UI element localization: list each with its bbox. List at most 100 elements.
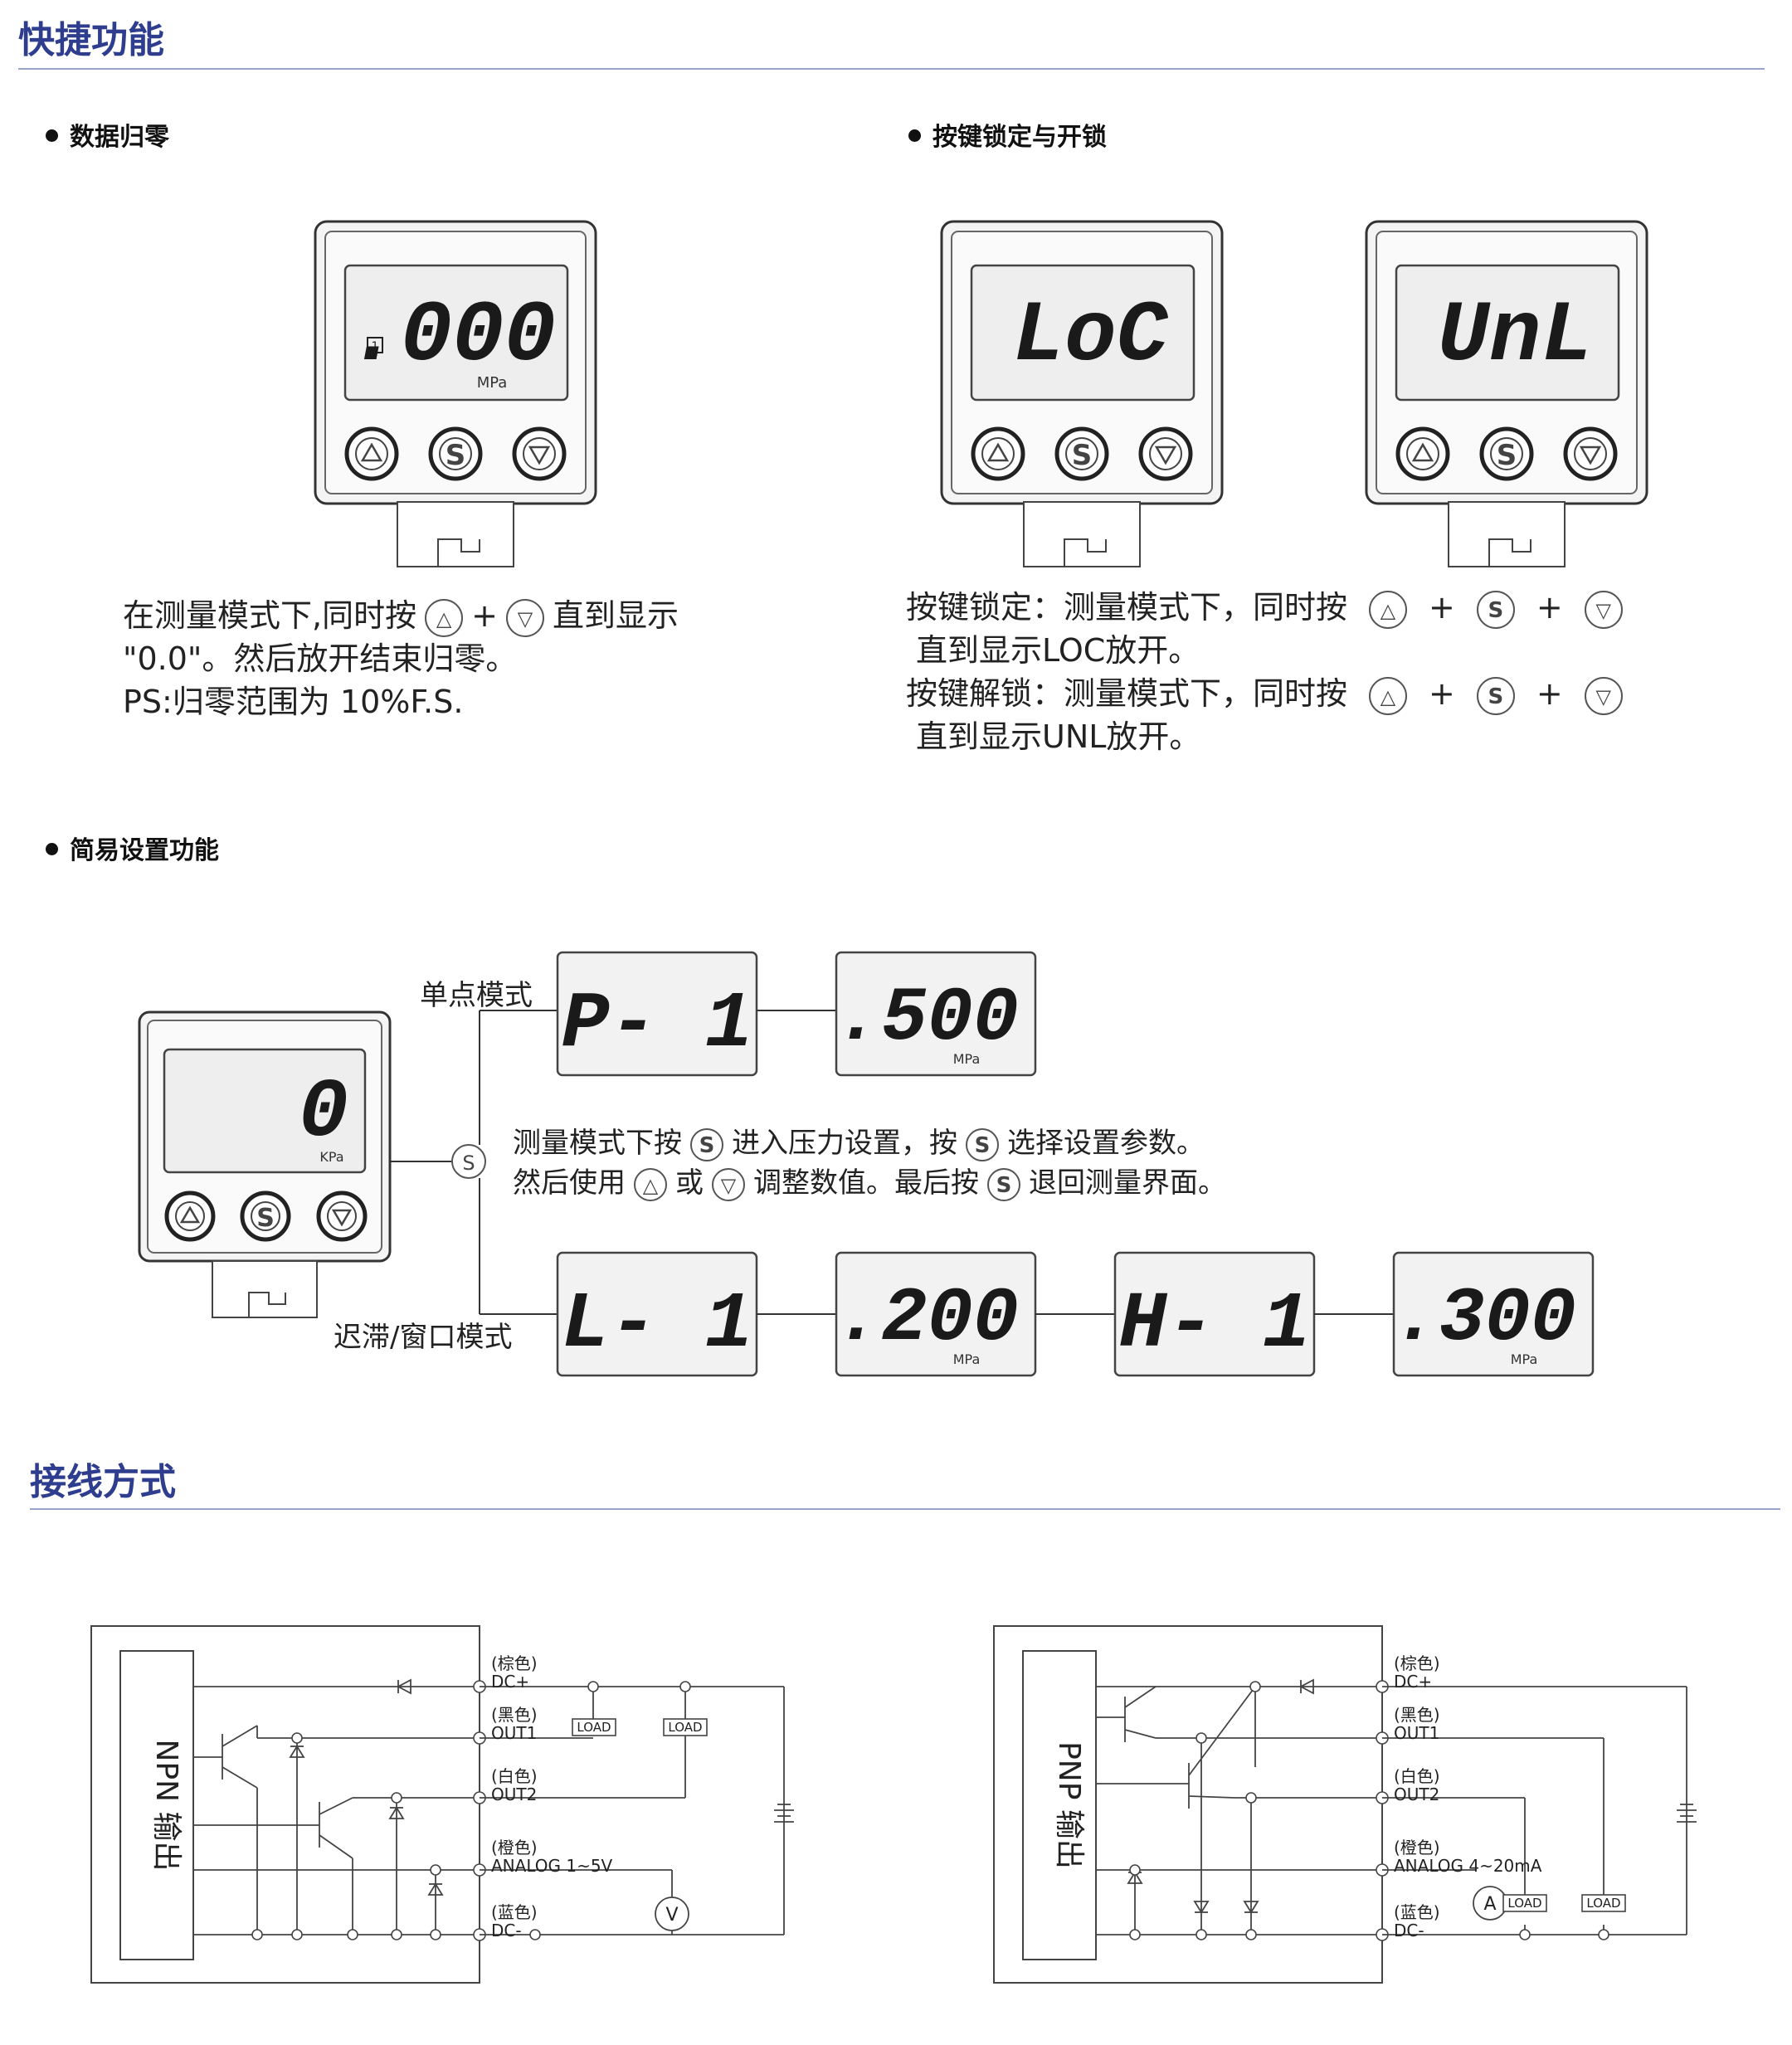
wire-color: (白色) <box>491 1766 538 1786</box>
lock-text: 按键锁定：测量模式下，同时按 <box>906 589 1348 626</box>
meter-label: A <box>1483 1894 1496 1915</box>
plus-sign: + <box>1536 589 1563 626</box>
display-unit: MPa <box>953 1051 981 1067</box>
wire-color: (蓝色) <box>1394 1902 1440 1922</box>
up-button-icon: △ <box>1369 590 1408 629</box>
load-label: LOAD <box>1586 1896 1620 1911</box>
wire-name: OUT2 <box>491 1785 537 1804</box>
display-h1: H- 1 <box>1119 1279 1310 1370</box>
wire-name: DC+ <box>1394 1672 1432 1692</box>
load-label: LOAD <box>577 1720 611 1735</box>
svg-text:S: S <box>1497 439 1517 472</box>
wire-color: (黑色) <box>491 1705 538 1725</box>
display-p1: P- 1 <box>562 979 752 1069</box>
device-setup: 0 KPa S <box>138 1010 392 1318</box>
lcd-value: LoC <box>1013 288 1169 386</box>
display-unit: MPa <box>953 1351 981 1367</box>
unlock-instruction-2: 直到显示UNL放开。 <box>916 718 1201 755</box>
setup-text: 或 <box>675 1166 704 1200</box>
svg-text:S: S <box>256 1204 275 1233</box>
lcd-value: .000 <box>348 288 556 386</box>
set-button-icon: S <box>690 1127 723 1161</box>
zero-instruction-1: 在测量模式下,同时按△+▽直到显示 <box>123 594 679 637</box>
section-rule <box>18 68 1765 70</box>
lcd-unit: MPa <box>477 374 508 392</box>
npn-title: NPN 输出 <box>149 1739 183 1871</box>
set-button-icon: S <box>1476 590 1515 629</box>
zero-text-a: 在测量模式下,同时按 <box>123 597 417 634</box>
indicator-text: 1 <box>372 340 379 353</box>
wire-name: OUT1 <box>491 1723 537 1743</box>
display-unit: MPa <box>1511 1351 1538 1367</box>
plus-sign: + <box>1536 675 1563 712</box>
section-title-shortcut: 快捷功能 <box>18 19 164 61</box>
wire-name: DC+ <box>491 1672 529 1692</box>
npn-wiring-diagram: NPN 输出 <box>90 1625 794 1984</box>
wire-color: (蓝色) <box>491 1902 538 1922</box>
zero-text-b: 直到显示 <box>552 597 679 634</box>
label-hysteresis-mode: 迟滞/窗口模式 <box>334 1321 513 1354</box>
section-title-wiring: 接线方式 <box>30 1461 176 1503</box>
lcd-indicator <box>367 337 383 353</box>
wire-name: OUT2 <box>1394 1785 1439 1804</box>
set-button-icon: S <box>966 1127 999 1161</box>
bullet-key-lock: 按键锁定与开锁 <box>908 116 1107 153</box>
wire-name: DC- <box>1394 1921 1424 1940</box>
bullet-data-zero: 数据归零 <box>46 116 169 153</box>
label-single-mode: 单点模式 <box>420 979 533 1012</box>
load-label: LOAD <box>1507 1896 1541 1911</box>
display-l1: L- 1 <box>562 1279 752 1370</box>
device-zero: 1 .000 MPa S <box>314 220 597 567</box>
wire-color: (黑色) <box>1394 1705 1440 1725</box>
section-rule <box>30 1508 1780 1510</box>
plus-sign: + <box>471 597 498 634</box>
unlock-instruction-1: 按键解锁：测量模式下，同时按 △ + S + ▽ <box>906 672 1631 715</box>
lock-instruction-1: 按键锁定：测量模式下，同时按 △ + S + ▽ <box>906 586 1631 629</box>
svg-text:S: S <box>462 1152 475 1175</box>
wire-color: (橙色) <box>491 1838 538 1858</box>
lcd-unit: KPa <box>319 1149 343 1165</box>
wire-name: OUT1 <box>1394 1723 1439 1743</box>
set-button-icon: S <box>1476 676 1515 715</box>
load-label: LOAD <box>668 1720 702 1735</box>
setup-diagram: 0 KPa S S P- 1 .500 MPa L- 1 .200 MPa H-… <box>138 951 1595 1377</box>
down-button-icon: ▽ <box>1584 676 1623 715</box>
device-lock: LoC S <box>940 220 1224 567</box>
setup-text: 然后使用 <box>513 1166 626 1200</box>
svg-text:S: S <box>446 439 466 472</box>
set-button-icon: S <box>987 1167 1020 1201</box>
unlock-text: 按键解锁：测量模式下，同时按 <box>906 675 1348 712</box>
device-unlock: UnL S <box>1365 220 1648 567</box>
up-button-icon: △ <box>1369 676 1408 715</box>
bullet-simple-setup: 简易设置功能 <box>46 830 219 866</box>
plus-sign: + <box>1429 589 1455 626</box>
down-button-icon: ▽ <box>712 1167 745 1201</box>
lcd-value: 0 <box>299 1067 348 1161</box>
wire-name: ANALOG 1~5V <box>491 1856 613 1876</box>
meter-label: V <box>665 1905 678 1926</box>
wire-name: ANALOG 4~20mA <box>1394 1856 1542 1876</box>
setup-text: 进入压力设置，按 <box>732 1127 957 1160</box>
down-button-icon: ▽ <box>505 598 544 637</box>
lock-instruction-2: 直到显示LOC放开。 <box>916 632 1200 669</box>
setup-text: 退回测量界面。 <box>1029 1166 1226 1200</box>
wire-color: (棕色) <box>1394 1653 1440 1673</box>
display-h1-value: .300 <box>1393 1275 1576 1362</box>
display-l1-value: .200 <box>835 1275 1019 1362</box>
display-p1-value: .500 <box>835 975 1019 1062</box>
lcd-value: UnL <box>1438 288 1593 386</box>
zero-instruction-3: PS:归零范围为 10%F.S. <box>123 684 464 720</box>
wire-color: (棕色) <box>491 1653 538 1673</box>
wire-color: (白色) <box>1394 1766 1440 1786</box>
setup-text: 调整数值。最后按 <box>753 1166 979 1200</box>
wire-name: DC- <box>491 1921 522 1940</box>
svg-text:S: S <box>1072 439 1093 472</box>
down-button-icon: ▽ <box>1584 590 1623 629</box>
setup-text: 测量模式下按 <box>513 1127 682 1160</box>
pnp-title: PNP 输出 <box>1052 1741 1086 1869</box>
pnp-wiring-diagram: PNP 输出 A <box>993 1625 1697 1984</box>
up-button-icon: △ <box>634 1167 667 1201</box>
plus-sign: + <box>1429 675 1455 712</box>
